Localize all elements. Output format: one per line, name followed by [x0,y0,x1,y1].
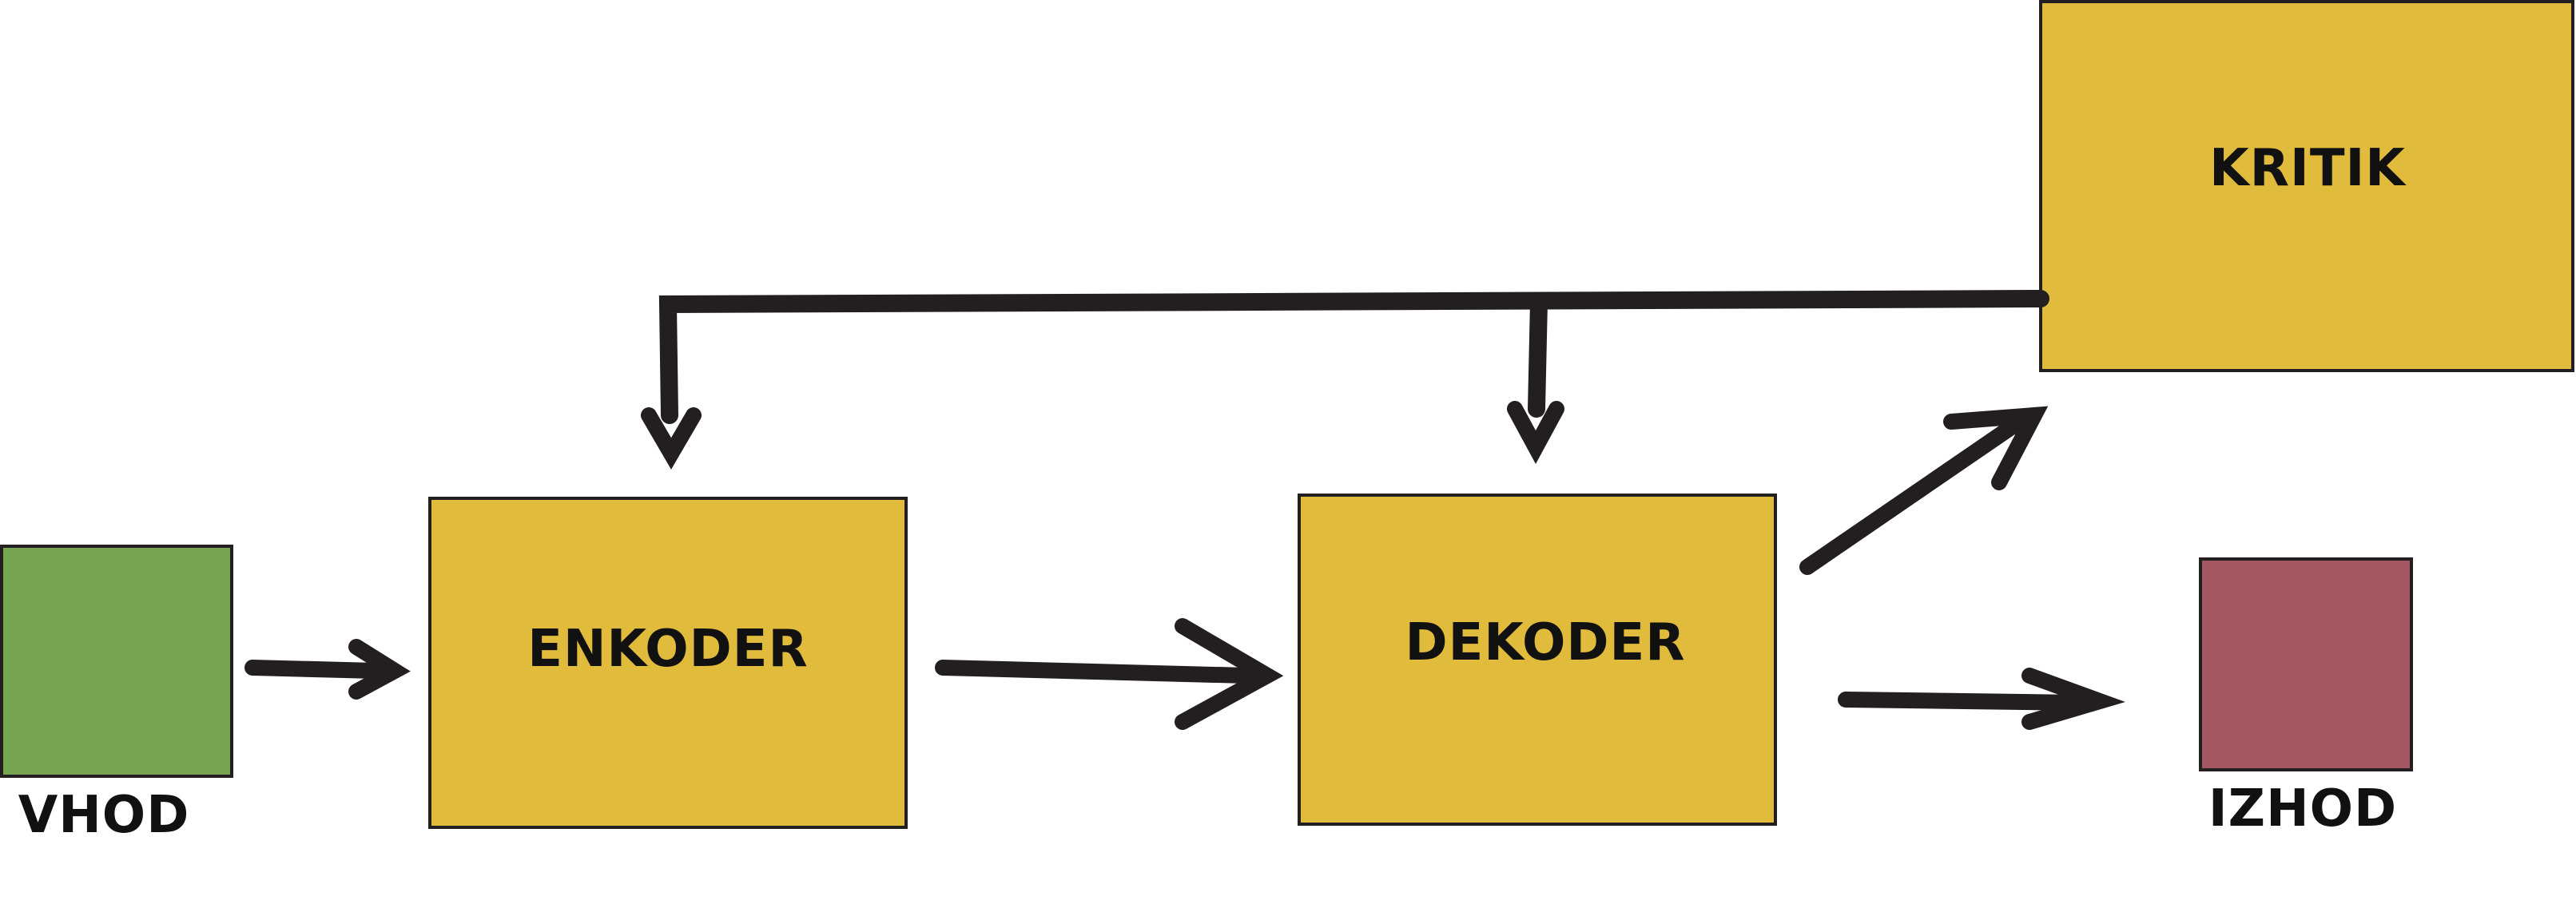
encoder-box [428,497,908,829]
critic-box [2039,0,2574,372]
arrow-head-to-decoder [1507,401,1564,464]
arrow-head-encoder-to-decoder [1175,618,1284,730]
arrow-input-to-encoder [244,660,384,679]
critic-feedback-connector [658,290,2049,424]
output-label: IZHOD [2208,779,2397,839]
arrow-head-input-to-encoder [348,639,411,700]
output-box [2199,557,2413,771]
decoder-box [1298,494,1777,826]
decoder-feedback-branch [1528,293,1548,418]
arrow-head-decoder-to-output [2021,668,2125,730]
encoder-label: ENKODER [527,620,809,679]
arrow-head-decoder-to-critic [1943,406,2049,490]
arrow-encoder-to-decoder [935,660,1254,684]
arrow-head-to-encoder [641,407,702,470]
decoder-label: DEKODER [1405,613,1685,672]
input-box [0,545,233,778]
arrow-decoder-to-output [1838,692,2085,711]
critic-label: KRITIK [2209,139,2407,198]
input-label: VHOD [18,786,190,845]
arrow-decoder-to-critic [1799,409,2034,575]
